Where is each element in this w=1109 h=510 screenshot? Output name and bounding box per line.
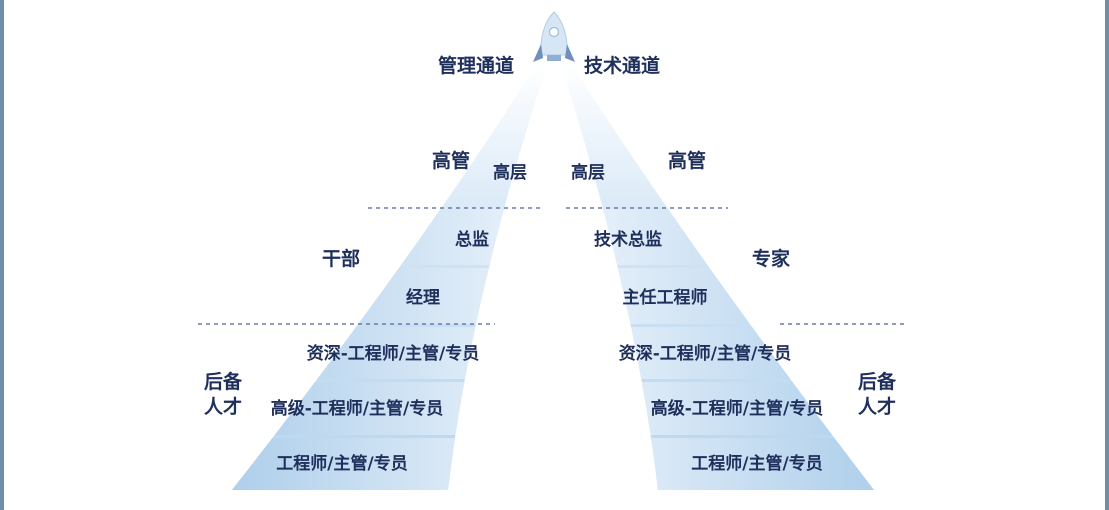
left-border — [0, 0, 4, 510]
right-category-reserve-line2: 人才 — [858, 395, 896, 418]
left-level-4: 资深-工程师/主管/专员 — [307, 343, 479, 364]
right-level-3: 主任工程师 — [623, 287, 708, 308]
right-level-4: 资深-工程师/主管/专员 — [619, 343, 791, 364]
rocket-icon — [533, 11, 575, 62]
right-level-5: 高级-工程师/主管/专员 — [651, 398, 823, 419]
right-category-reserve-line1: 后备 — [858, 370, 897, 393]
management-beam — [232, 62, 548, 490]
left-level-5: 高级-工程师/主管/专员 — [271, 398, 443, 419]
left-level-3: 经理 — [406, 287, 440, 308]
left-level-2: 总监 — [455, 229, 489, 250]
right-level-1: 高层 — [571, 162, 605, 183]
right-level-2: 技术总监 — [594, 229, 662, 250]
left-category-cadres: 干部 — [322, 247, 360, 270]
right-category-experts: 专家 — [752, 247, 791, 270]
left-category-reserve-line1: 后备 — [204, 370, 243, 393]
right-level-6: 工程师/主管/专员 — [691, 453, 822, 474]
left-category-executives: 高管 — [432, 149, 470, 172]
management-channel-title: 管理通道 — [438, 54, 514, 77]
technical-beam — [560, 62, 874, 490]
left-level-1: 高层 — [493, 162, 527, 183]
right-border — [1105, 0, 1109, 510]
left-level-6: 工程师/主管/专员 — [276, 453, 407, 474]
right-category-executives: 高管 — [668, 149, 706, 172]
technical-channel-title: 技术通道 — [584, 54, 660, 77]
left-category-reserve-line2: 人才 — [204, 395, 242, 418]
